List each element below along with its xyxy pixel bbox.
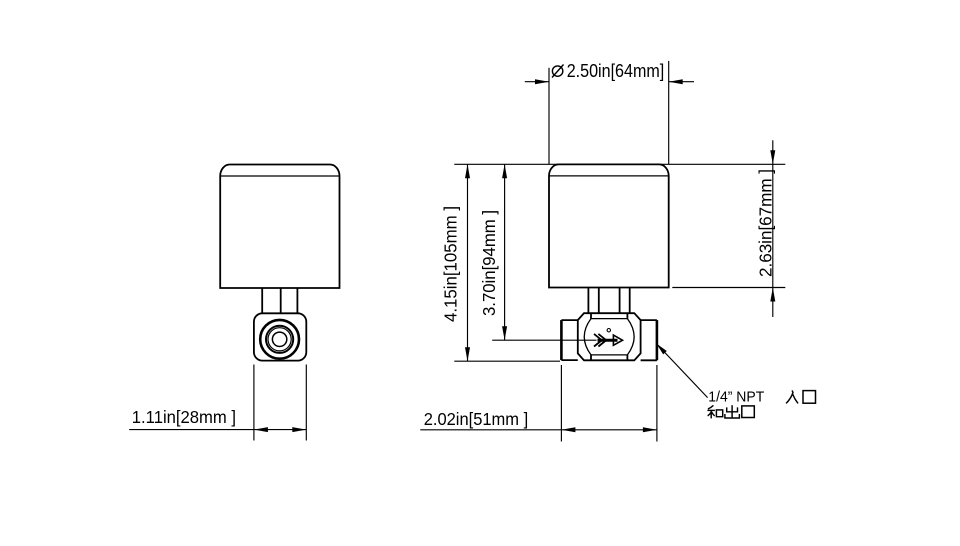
- svg-text:1/4” NPT: 1/4” NPT: [708, 389, 764, 406]
- svg-text:2.63in[67mm ]: 2.63in[67mm ]: [756, 169, 776, 277]
- svg-text:1.11in[28mm ]: 1.11in[28mm ]: [132, 407, 236, 427]
- svg-text:4.15in[105mm ]: 4.15in[105mm ]: [441, 206, 461, 322]
- svg-text:3.70in[94mm ]: 3.70in[94mm ]: [479, 210, 499, 316]
- svg-text:2.02in[51mm ]: 2.02in[51mm ]: [424, 409, 529, 429]
- svg-text:2.50in[64mm]: 2.50in[64mm]: [567, 61, 665, 81]
